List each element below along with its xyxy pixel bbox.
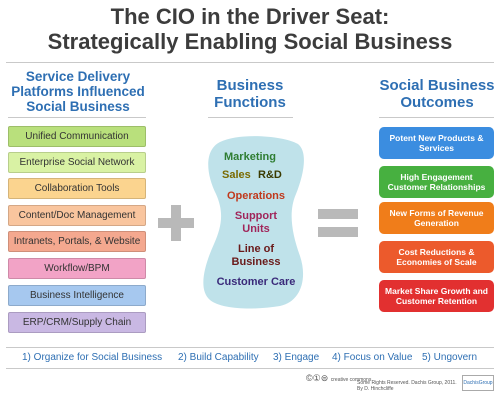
cc-text: creative commons (330, 377, 372, 383)
platform-erp-crm-supply-chain: ERP/CRM/Supply Chain (8, 312, 146, 333)
dachis-group-logo: DachisGroup (462, 375, 494, 391)
license-symbols: ©①⊜ (306, 373, 329, 383)
platform-label: Unified Communication (25, 131, 129, 142)
business-line: Business (231, 256, 281, 268)
platform-content-doc-management: Content/Doc Management (8, 205, 146, 226)
platform-business-intelligence: Business Intelligence (8, 285, 146, 306)
units-line: Units (242, 223, 270, 235)
business-functions-blob (203, 136, 304, 309)
middle-heading-line-2: Functions (214, 94, 286, 111)
middle-column-heading: Business Functions (200, 77, 300, 111)
outcome-revenue-generation: New Forms of Revenue Generation (379, 202, 494, 234)
platform-workflow-bpm: Workflow/BPM (8, 258, 146, 279)
platform-enterprise-social-network: Enterprise Social Network (8, 152, 146, 173)
step-ungovern: 5) Ungovern (422, 352, 478, 363)
title-line-2: Strategically Enabling Social Business (47, 29, 453, 54)
platform-collaboration-tools: Collaboration Tools (8, 178, 146, 199)
outcome-cost-reductions: Cost Reductions & Economies of Scale (379, 241, 494, 273)
outcome-label: New Forms of Revenue Generation (389, 208, 484, 228)
platform-label: Intranets, Portals, & Website (13, 236, 141, 247)
creative-commons-badge: ©①⊜ creative commons (306, 373, 371, 384)
outcome-label: Potent New Products & Services (389, 133, 484, 153)
outcome-new-products: Potent New Products & Services (379, 127, 494, 159)
function-customer-care: Customer Care (216, 276, 296, 288)
right-column-heading: Social Business Outcomes (376, 77, 498, 111)
platform-unified-communication: Unified Communication (8, 126, 146, 147)
top-divider (6, 62, 494, 63)
right-heading-line-1: Social Business (379, 77, 495, 94)
platform-label: Business Intelligence (30, 290, 124, 301)
support-line: Support (234, 210, 278, 222)
heading-divider-middle (208, 117, 293, 118)
function-operations: Operations (226, 190, 286, 202)
function-support-units: Support Units (222, 210, 290, 236)
left-column-heading: Service Delivery Platforms Influenced So… (8, 69, 148, 114)
heading-divider-left (8, 117, 146, 118)
step-organize: 1) Organize for Social Business (22, 352, 163, 363)
step-engage: 3) Engage (273, 352, 320, 363)
plus-icon (158, 205, 194, 241)
left-heading-line-1: Service Delivery (25, 69, 131, 84)
step-focus-on-value: 4) Focus on Value (332, 352, 413, 363)
function-sales: Sales (222, 169, 251, 181)
outcome-label: Market Share Growth and Customer Retenti… (385, 286, 488, 306)
equals-icon (318, 209, 358, 237)
right-heading-line-2: Outcomes (400, 94, 474, 111)
heading-divider-right (379, 117, 494, 118)
left-heading-line-3: Social Business (26, 99, 130, 114)
platform-label: ERP/CRM/Supply Chain (22, 317, 132, 328)
diagram-title: The CIO in the Driver Seat: Strategicall… (0, 4, 500, 54)
function-line-of-business: Line of Business (222, 243, 290, 269)
platform-label: Content/Doc Management (18, 210, 136, 221)
function-marketing: Marketing (224, 151, 276, 163)
steps-bar: 1) Organize for Social Business 2) Build… (6, 347, 494, 369)
outcome-market-share-growth: Market Share Growth and Customer Retenti… (379, 280, 494, 312)
step-build-capability: 2) Build Capability (178, 352, 259, 363)
middle-heading-line-1: Business (216, 77, 284, 94)
outcome-label: Cost Reductions & Economies of Scale (396, 247, 477, 267)
rights-text: Some Rights Reserved. Dachis Group, 2011… (357, 380, 457, 392)
platform-label: Workflow/BPM (44, 263, 110, 274)
left-heading-line-2: Platforms Influenced (11, 84, 145, 99)
outcome-label: High Engagement Customer Relationships (387, 172, 486, 192)
platform-intranets-portals-website: Intranets, Portals, & Website (8, 231, 146, 252)
platform-label: Enterprise Social Network (19, 157, 135, 168)
title-line-1: The CIO in the Driver Seat: (110, 4, 390, 29)
outcome-customer-relationships: High Engagement Customer Relationships (379, 166, 494, 198)
function-rd: R&D (258, 169, 282, 181)
platform-label: Collaboration Tools (34, 183, 120, 194)
line-of-line: Line of (237, 243, 275, 255)
